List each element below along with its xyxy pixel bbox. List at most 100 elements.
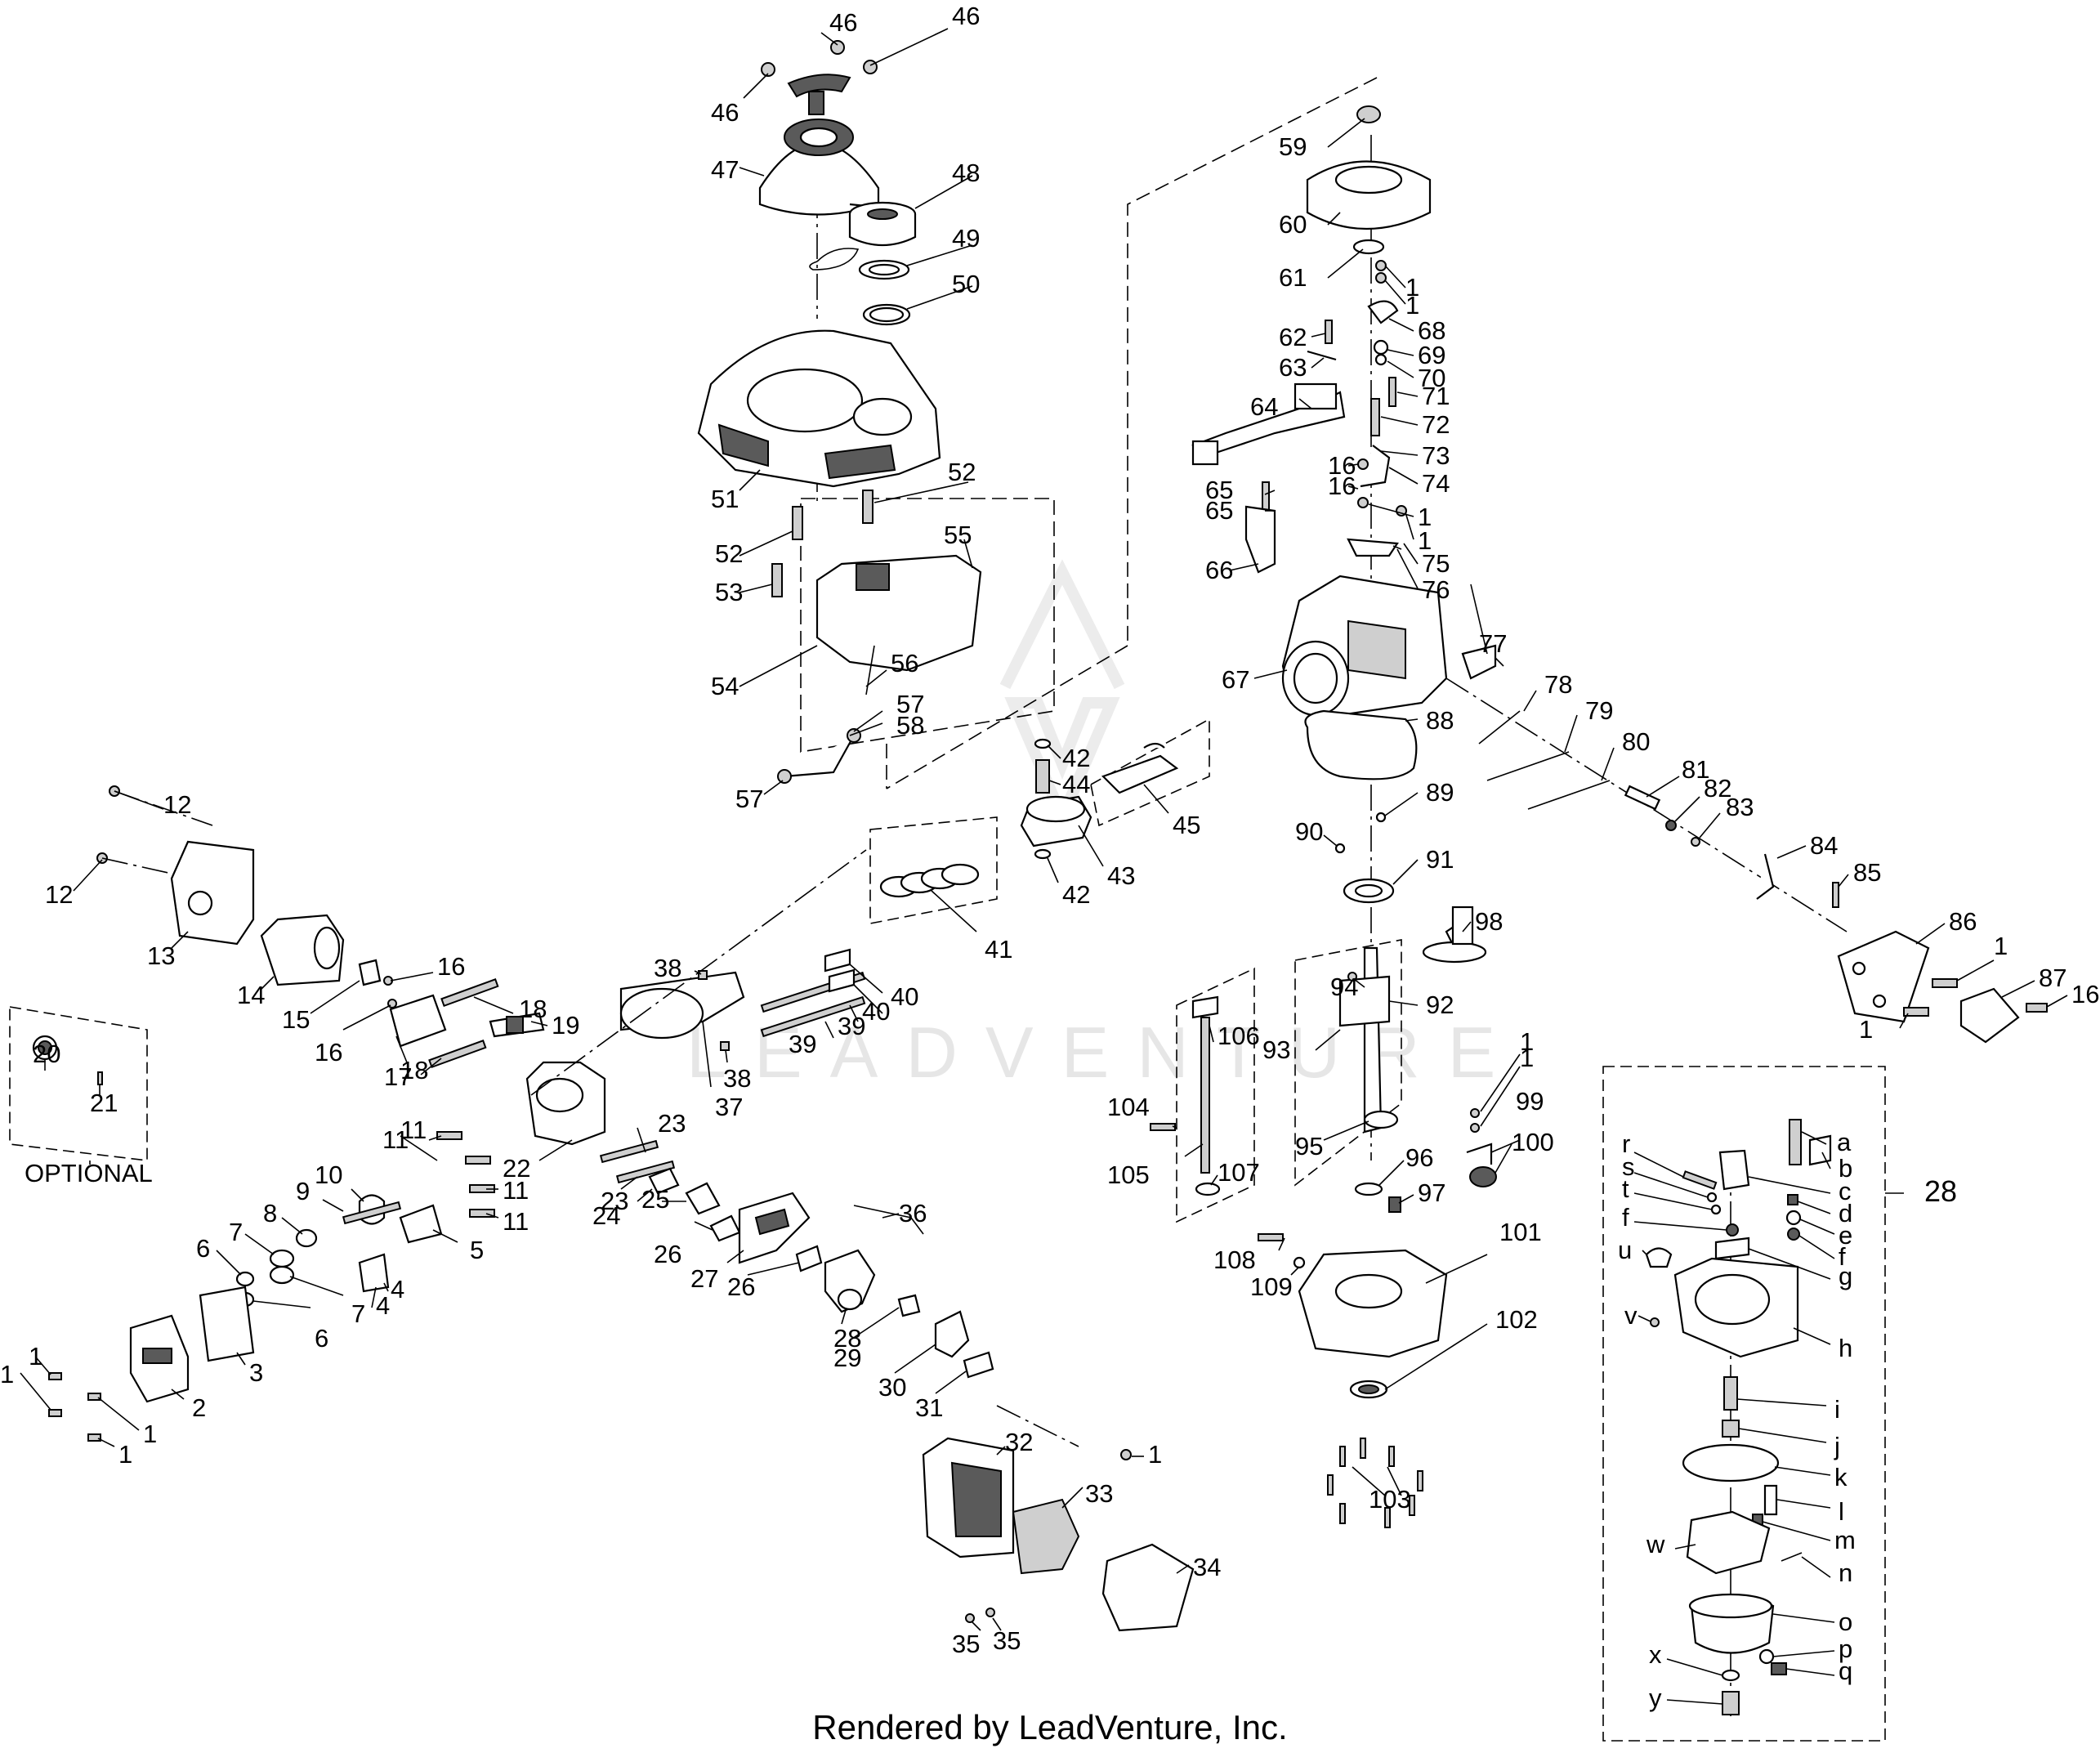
callout-t: t: [1622, 1174, 1629, 1203]
pin-44: [1035, 759, 1050, 794]
governor-linkage-group: [1445, 677, 2048, 1044]
pin-89: [1375, 812, 1387, 823]
dowel-38a: [698, 970, 708, 980]
callout-82: 82: [1704, 774, 1731, 803]
carb-part-d: [1787, 1194, 1798, 1205]
callout-87: 87: [2039, 964, 2066, 992]
callout-5: 5: [470, 1236, 484, 1264]
callout-105: 105: [1107, 1160, 1150, 1189]
heat-shield-13: [170, 840, 255, 946]
callout-46a: 46: [829, 8, 857, 37]
bolt-62: [1325, 320, 1333, 344]
callout-55: 55: [944, 521, 972, 549]
callout-26b: 26: [727, 1272, 755, 1301]
callout-4a: 4: [391, 1275, 404, 1304]
carb-pin-n: [1781, 1552, 1803, 1562]
clamp-57a: [777, 769, 792, 784]
fuel-line-58: [784, 735, 855, 778]
callout-1e: 1: [1994, 932, 2008, 960]
callout-h: h: [1839, 1334, 1852, 1362]
carburetor-28: [824, 1249, 876, 1313]
callout-j: j: [1834, 1432, 1840, 1460]
callout-l: l: [1839, 1497, 1844, 1526]
carb-part-p: [1758, 1648, 1775, 1665]
gasket-31: [963, 1351, 994, 1379]
callout-43: 43: [1107, 861, 1135, 890]
callout-1g: 1: [29, 1342, 42, 1371]
callout-g: g: [1839, 1262, 1852, 1290]
bolt-1g: [48, 1372, 62, 1380]
callout-1d: 1: [1418, 526, 1432, 555]
callout-54: 54: [711, 672, 739, 700]
callout-60: 60: [1279, 210, 1307, 239]
callout-1k: 1: [1148, 1440, 1162, 1469]
callout-17: 17: [384, 1062, 412, 1091]
callout-6b: 6: [315, 1324, 328, 1353]
callout-26a: 26: [654, 1240, 681, 1268]
bolt-1e: [1932, 978, 1958, 988]
callout-79: 79: [1585, 696, 1613, 725]
governor-68: [1367, 300, 1399, 324]
shaft-81: [1624, 785, 1661, 811]
callout-16a: 16: [1328, 451, 1356, 480]
callout-107: 107: [1218, 1158, 1260, 1187]
callout-u: u: [1618, 1236, 1632, 1264]
washer-82: [1665, 820, 1677, 831]
callout-35a: 35: [952, 1630, 980, 1658]
stud-53: [771, 563, 783, 597]
carb-part-l: [1763, 1484, 1778, 1516]
callout-73: 73: [1422, 441, 1450, 470]
insulator-24: [648, 1167, 680, 1195]
watermark-text: LEADVENTURE: [686, 1012, 1523, 1093]
pushrod-39b: [760, 995, 866, 1038]
callout-75: 75: [1422, 549, 1450, 578]
callout-99: 99: [1516, 1087, 1544, 1116]
callout-18b: 18: [400, 1056, 428, 1084]
callout-86: 86: [1949, 907, 1977, 936]
carb-bolt-y: [1722, 1691, 1740, 1715]
carb-part-g: [1714, 1236, 1750, 1260]
callout-94: 94: [1330, 973, 1358, 1001]
callout-84: 84: [1810, 831, 1838, 860]
callout-19: 19: [552, 1011, 579, 1040]
callout-58: 58: [896, 711, 924, 740]
callout-v: v: [1624, 1301, 1638, 1330]
callout-1i: 1: [143, 1420, 157, 1448]
crankshaft-group: [1294, 878, 1487, 1187]
callout-22: 22: [503, 1154, 530, 1183]
callout-1b: 1: [1405, 291, 1419, 320]
clip-42b: [1034, 848, 1052, 860]
callout-65b: 65: [1205, 496, 1233, 525]
callout-16e: 16: [315, 1038, 342, 1067]
carb-part-f1: [1726, 1223, 1739, 1236]
rocker-4: [358, 1253, 390, 1293]
callout-12b: 12: [45, 880, 73, 909]
screw-35a: [965, 1613, 975, 1623]
callout-66: 66: [1205, 556, 1233, 584]
spring-7b: [269, 1265, 295, 1285]
callout-91: 91: [1426, 845, 1454, 874]
callout-45: 45: [1173, 811, 1200, 839]
callout-f2: f: [1839, 1242, 1846, 1271]
callout-7a: 7: [229, 1218, 243, 1246]
bolt-16c: [2026, 1003, 2048, 1013]
gasket-3: [199, 1286, 255, 1362]
washer-109: [1293, 1256, 1306, 1269]
callout-57a: 57: [735, 785, 763, 813]
callout-23a: 23: [658, 1109, 686, 1138]
callout-f1: f: [1622, 1203, 1629, 1232]
callout-52b: 52: [715, 539, 743, 568]
plate-76: [1347, 538, 1399, 557]
part-97: [1388, 1196, 1401, 1213]
callout-96: 96: [1405, 1143, 1433, 1172]
callout-48: 48: [952, 159, 980, 187]
carb-part-v: [1650, 1317, 1660, 1327]
ignition-group: [1191, 260, 1407, 574]
spacer-25: [685, 1182, 721, 1215]
connecting-rod-45: [1101, 754, 1179, 794]
callout-12a: 12: [163, 790, 191, 819]
callout-s: s: [1622, 1152, 1635, 1181]
flywheel-group: [1306, 105, 1432, 646]
callout-13: 13: [147, 941, 175, 970]
callout-72: 72: [1422, 410, 1450, 439]
